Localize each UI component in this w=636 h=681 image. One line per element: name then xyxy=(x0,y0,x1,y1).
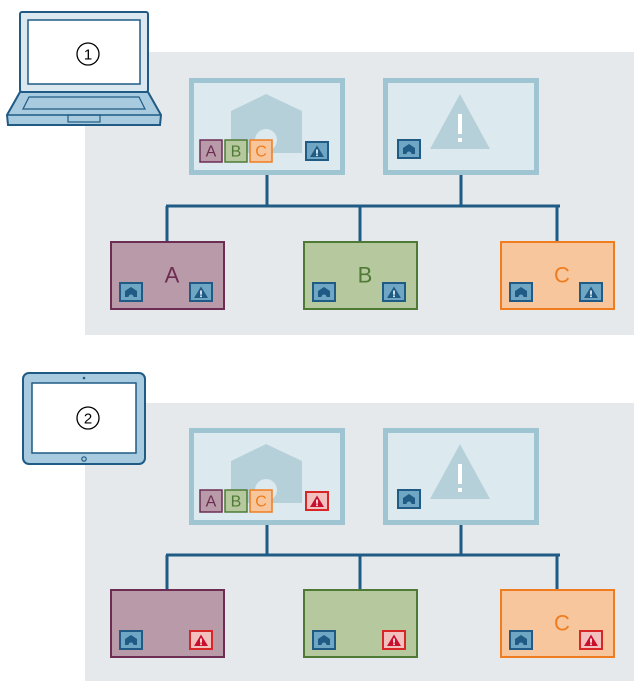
tag-label: A xyxy=(206,144,217,161)
alarm-warning-icon xyxy=(579,630,603,650)
laptop-icon xyxy=(5,11,163,126)
home-icon xyxy=(312,282,336,302)
tag-label: B xyxy=(231,494,242,511)
home-icon xyxy=(119,630,143,650)
alarm-warning-icon xyxy=(189,630,213,650)
scenario-number-label: 1 xyxy=(84,47,92,64)
bus-lines xyxy=(165,525,560,589)
node-label: C xyxy=(554,611,570,636)
home-icon xyxy=(509,630,533,650)
node-label: C xyxy=(554,263,570,288)
warning-screen xyxy=(383,428,539,525)
warning-icon xyxy=(579,282,603,302)
scenario-number-label: 2 xyxy=(84,411,92,428)
home-icon xyxy=(397,139,421,159)
alarm-warning-icon xyxy=(382,630,406,650)
home-watermark-icon xyxy=(231,444,302,503)
tablet-icon xyxy=(22,372,146,465)
node-a xyxy=(110,589,225,658)
home-icon xyxy=(312,630,336,650)
node-c: C xyxy=(500,589,615,658)
tag-b: B xyxy=(224,489,248,513)
number-badge: 2 xyxy=(76,406,100,430)
tag-b: B xyxy=(224,139,248,163)
alarm-warning-icon xyxy=(305,491,329,511)
warning-icon xyxy=(305,141,329,161)
home-icon xyxy=(119,282,143,302)
node-label: A xyxy=(165,263,180,288)
tag-label: A xyxy=(206,494,217,511)
node-label: B xyxy=(358,263,373,288)
node-c: C xyxy=(500,241,615,310)
tag-a: A xyxy=(199,139,223,163)
bus-lines xyxy=(165,175,560,241)
node-a: A xyxy=(110,241,225,310)
number-badge: 1 xyxy=(76,42,100,66)
tag-label: B xyxy=(231,144,242,161)
tag-c: C xyxy=(249,489,273,513)
warning-icon xyxy=(382,282,406,302)
home-icon xyxy=(397,489,421,509)
home-icon xyxy=(509,282,533,302)
tag-a: A xyxy=(199,489,223,513)
node-b xyxy=(303,589,418,658)
tag-c: C xyxy=(249,139,273,163)
warning-screen xyxy=(383,78,539,175)
tag-label: C xyxy=(255,144,267,161)
node-b: B xyxy=(303,241,418,310)
tag-label: C xyxy=(255,494,267,511)
warning-icon xyxy=(189,282,213,302)
home-watermark-icon xyxy=(231,94,302,153)
